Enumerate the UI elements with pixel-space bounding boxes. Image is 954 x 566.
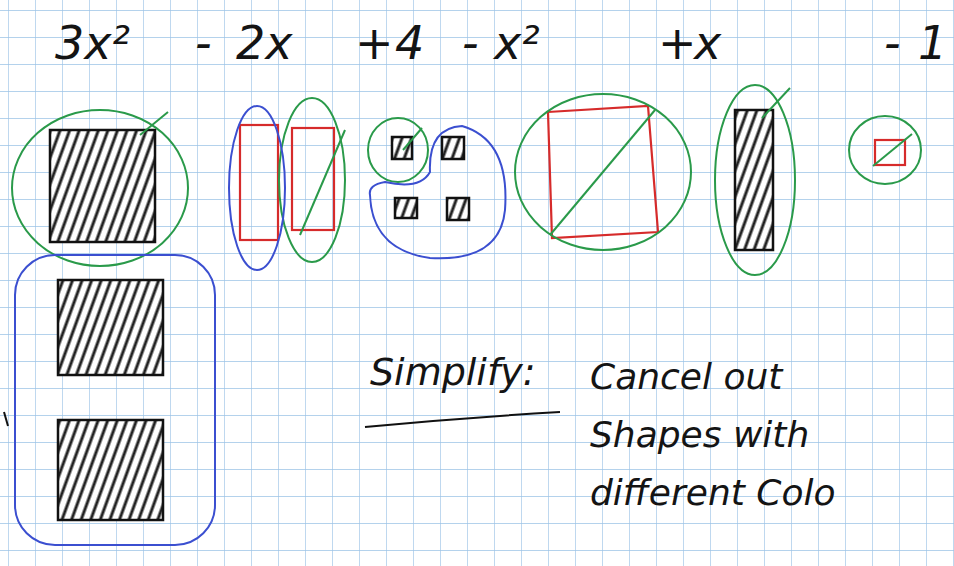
x-tile <box>735 110 773 250</box>
operator-label: - <box>462 18 479 69</box>
cancel-loop <box>12 110 188 266</box>
pen-mark <box>4 412 8 426</box>
cancel-slash <box>550 110 655 235</box>
operator-label: + <box>658 18 697 69</box>
x-squared-tile <box>58 420 163 520</box>
cancel-slash <box>873 134 912 166</box>
remaining-loop <box>370 126 506 258</box>
cancel-loop <box>715 85 795 275</box>
remaining-loop <box>229 106 285 270</box>
negative-x-squared-tile <box>548 106 658 238</box>
operator-label: - <box>195 18 212 69</box>
term-label: 4 <box>395 18 424 69</box>
cancel-slash <box>300 130 345 235</box>
x-squared-tile <box>50 130 155 242</box>
cancel-slash <box>762 88 790 118</box>
x-squared-tile <box>58 280 163 375</box>
unit-tile <box>442 137 464 159</box>
term-label: x <box>694 18 721 69</box>
unit-tile <box>447 198 469 220</box>
cancel-slash <box>403 128 422 150</box>
term-label: 1 <box>918 18 947 69</box>
unit-tile <box>395 198 417 218</box>
remaining-loop <box>15 255 215 545</box>
heading-label: Simplify: <box>370 352 536 394</box>
negative-x-tile <box>292 128 334 230</box>
negative-x-tile <box>240 125 278 240</box>
cancel-loop <box>279 98 345 262</box>
operator-label: - <box>884 18 901 69</box>
term-label: 2x <box>236 18 293 69</box>
note-label: Cancel out Shapes with different Colo <box>590 348 865 522</box>
cancel-loop <box>515 94 691 250</box>
cancel-loop <box>849 116 921 184</box>
cancel-loop <box>368 118 428 182</box>
cancel-slash <box>140 112 168 135</box>
unit-tile <box>392 137 412 159</box>
term-label: x² <box>494 18 540 69</box>
underline <box>365 412 560 427</box>
operator-label: + <box>355 18 394 69</box>
term-label: 3x² <box>55 18 130 69</box>
